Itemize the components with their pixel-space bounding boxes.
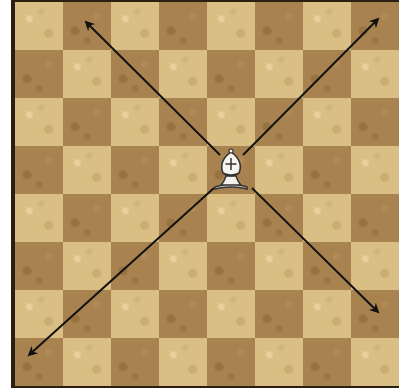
square-d5[interactable] (159, 146, 207, 194)
square-g4[interactable] (303, 194, 351, 242)
square-a2[interactable] (15, 290, 63, 338)
square-g5[interactable] (303, 146, 351, 194)
square-d6[interactable] (159, 98, 207, 146)
square-f6[interactable] (255, 98, 303, 146)
square-e2[interactable] (207, 290, 255, 338)
square-d1[interactable] (159, 338, 207, 386)
white-bishop-piece[interactable] (207, 146, 255, 194)
square-e3[interactable] (207, 242, 255, 290)
square-c5[interactable] (111, 146, 159, 194)
square-c6[interactable] (111, 98, 159, 146)
square-c1[interactable] (111, 338, 159, 386)
square-c2[interactable] (111, 290, 159, 338)
square-b7[interactable] (63, 50, 111, 98)
square-d2[interactable] (159, 290, 207, 338)
square-f1[interactable] (255, 338, 303, 386)
square-h6[interactable] (351, 98, 399, 146)
square-a4[interactable] (15, 194, 63, 242)
square-h8[interactable] (351, 2, 399, 50)
square-g3[interactable] (303, 242, 351, 290)
square-f8[interactable] (255, 2, 303, 50)
square-a3[interactable] (15, 242, 63, 290)
square-f4[interactable] (255, 194, 303, 242)
bishop-icon (207, 146, 255, 194)
square-e6[interactable] (207, 98, 255, 146)
square-d8[interactable] (159, 2, 207, 50)
square-f5[interactable] (255, 146, 303, 194)
square-h4[interactable] (351, 194, 399, 242)
square-b3[interactable] (63, 242, 111, 290)
square-g8[interactable] (303, 2, 351, 50)
square-h7[interactable] (351, 50, 399, 98)
square-b4[interactable] (63, 194, 111, 242)
square-f3[interactable] (255, 242, 303, 290)
square-b2[interactable] (63, 290, 111, 338)
square-a1[interactable] (15, 338, 63, 386)
square-e8[interactable] (207, 2, 255, 50)
square-b8[interactable] (63, 2, 111, 50)
square-a6[interactable] (15, 98, 63, 146)
square-b1[interactable] (63, 338, 111, 386)
square-c4[interactable] (111, 194, 159, 242)
square-a5[interactable] (15, 146, 63, 194)
square-d7[interactable] (159, 50, 207, 98)
square-e7[interactable] (207, 50, 255, 98)
square-h5[interactable] (351, 146, 399, 194)
square-g6[interactable] (303, 98, 351, 146)
square-h3[interactable] (351, 242, 399, 290)
square-b6[interactable] (63, 98, 111, 146)
square-c7[interactable] (111, 50, 159, 98)
square-d4[interactable] (159, 194, 207, 242)
square-f7[interactable] (255, 50, 303, 98)
square-h1[interactable] (351, 338, 399, 386)
square-h2[interactable] (351, 290, 399, 338)
square-e1[interactable] (207, 338, 255, 386)
square-c3[interactable] (111, 242, 159, 290)
square-g2[interactable] (303, 290, 351, 338)
square-a7[interactable] (15, 50, 63, 98)
square-g7[interactable] (303, 50, 351, 98)
square-d3[interactable] (159, 242, 207, 290)
square-g1[interactable] (303, 338, 351, 386)
square-c8[interactable] (111, 2, 159, 50)
square-e4[interactable] (207, 194, 255, 242)
square-f2[interactable] (255, 290, 303, 338)
square-a8[interactable] (15, 2, 63, 50)
square-b5[interactable] (63, 146, 111, 194)
